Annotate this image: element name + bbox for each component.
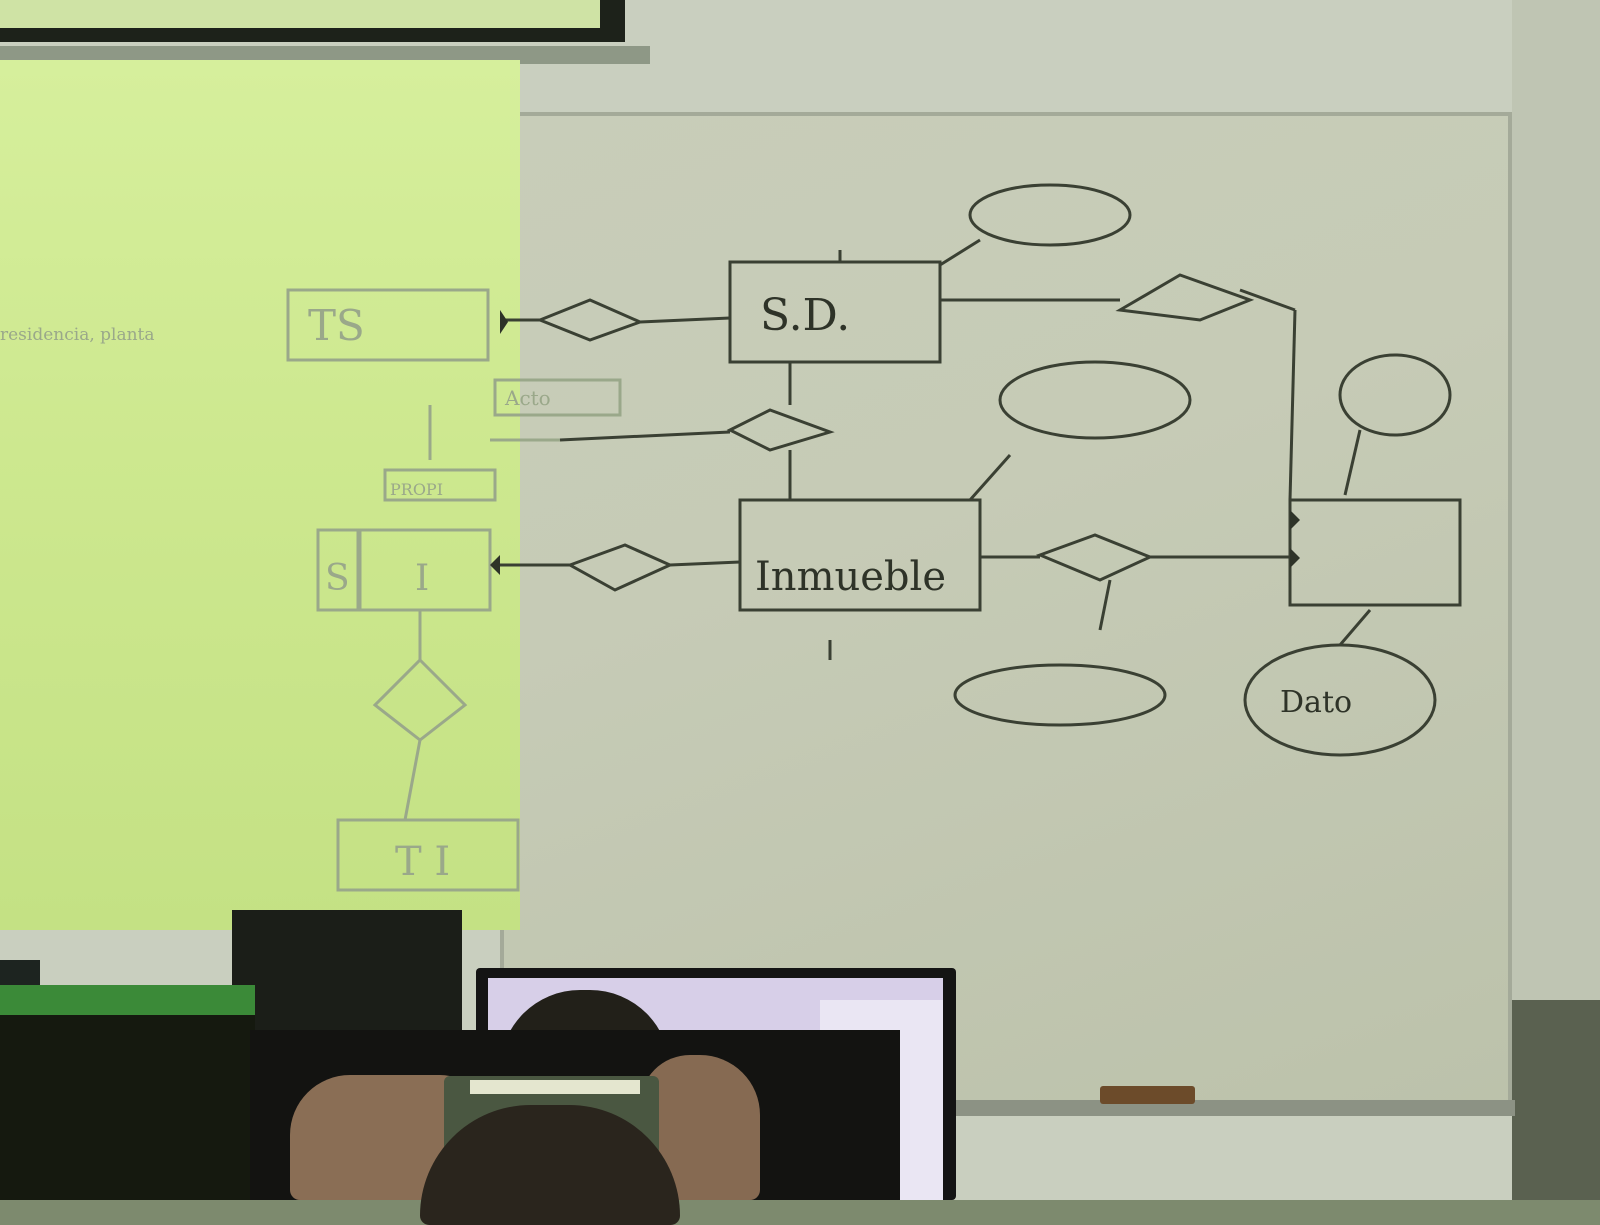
projector-frame	[0, 0, 625, 42]
wall-lower-right	[1512, 1000, 1600, 1200]
whiteboard	[500, 112, 1512, 1104]
label-propi: PROPI	[390, 480, 443, 499]
projection-screen-bar	[0, 46, 650, 64]
entity-label-i: I	[415, 558, 429, 599]
entity-label-inmueble: Inmueble	[755, 554, 946, 600]
entity-label-ti: T I	[395, 839, 450, 885]
projected-slide	[0, 60, 520, 930]
phone-screen	[470, 1080, 640, 1094]
entity-label-sd: S.D.	[760, 290, 850, 341]
whiteboard-eraser	[1100, 1086, 1195, 1104]
entity-label-s: S	[325, 558, 350, 599]
projected-text: residencia, planta	[0, 325, 155, 345]
monitor-left-screen	[0, 985, 255, 1015]
monitor-left	[0, 985, 255, 1200]
wall-right	[1512, 0, 1600, 1000]
whiteboard-tray	[930, 1100, 1515, 1116]
projector-frame-inner	[0, 0, 600, 28]
attribute-label-dato: Dato	[1280, 685, 1352, 720]
relationship-label-acto: Acto	[504, 386, 551, 410]
entity-label-ts: TS	[308, 301, 365, 350]
whiteboard-drawing: residencia, planta TS S I T I Acto PROPI	[0, 183, 1462, 892]
